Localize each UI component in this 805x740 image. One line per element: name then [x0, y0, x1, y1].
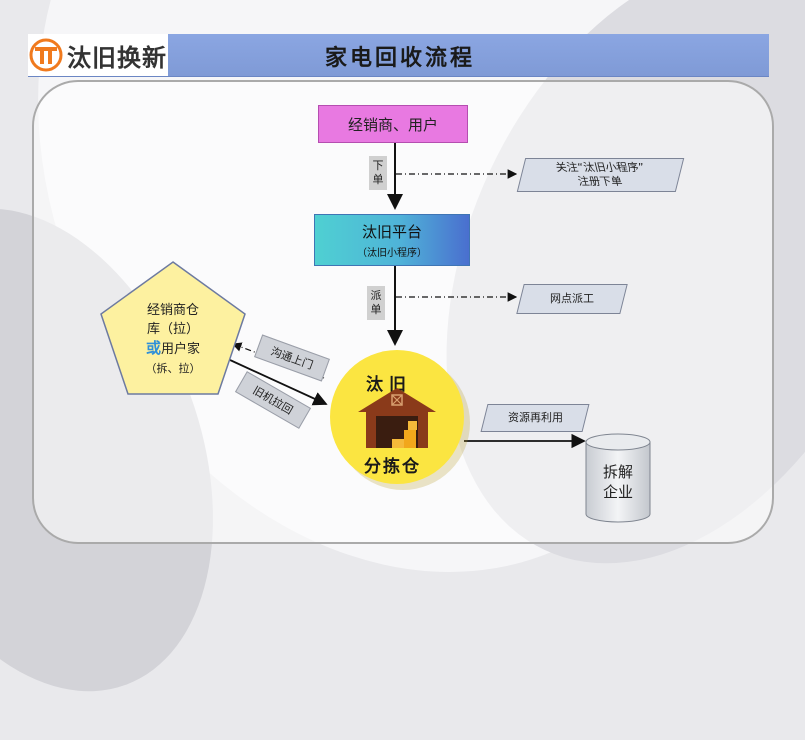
warehouse-text: 经销商仓 库（拉） 或用户家 （拆、拉） [104, 296, 242, 382]
platform-box: 汰旧平台 （汰旧小程序） [314, 214, 470, 266]
follow-register-line2: 注册下单 [576, 175, 624, 188]
dealer-user-box: 经销商、用户 [318, 105, 468, 143]
warehouse-line2: 库（拉） [146, 321, 199, 337]
arrow-pickup [229, 359, 328, 406]
order-label-2: 单 [372, 173, 384, 186]
network-dispatch-label: 网点派工 [550, 292, 594, 305]
warehouse-icon [358, 388, 436, 448]
warehouse-or: 或 [145, 338, 161, 357]
follow-register-line1: 关注“汰旧小程序” [554, 161, 647, 174]
dispatch-label-2: 单 [370, 303, 382, 316]
platform-sublabel: （汰旧小程序） [357, 248, 427, 259]
dismantle-line2: 企业 [602, 483, 633, 501]
network-dispatch-box: 网点派工 [516, 284, 628, 314]
order-label: 下 单 [369, 156, 387, 190]
sorting-bottom-label: 分拣仓 [364, 457, 421, 477]
logo-icon [29, 38, 63, 72]
warehouse-line1: 经销商仓 [146, 302, 199, 318]
dismantle-line1: 拆解 [602, 463, 633, 481]
logo: 汰旧换新 [28, 34, 168, 76]
dismantle-label: 拆解 企业 [586, 462, 650, 502]
dispatch-label-1: 派 [370, 289, 382, 302]
order-label-1: 下 [372, 159, 384, 172]
logo-text: 汰旧换新 [67, 44, 167, 72]
resource-reuse-box: 资源再利用 [480, 404, 590, 432]
warehouse-line3: 用户家 [161, 341, 201, 357]
resource-reuse-label: 资源再利用 [507, 411, 563, 424]
connector-layer [100, 143, 651, 523]
platform-label: 汰旧平台 [361, 223, 422, 241]
dispatch-label: 派 单 [367, 286, 385, 320]
dismantle-cylinder [585, 433, 651, 523]
page-title: 家电回收流程 [324, 46, 475, 71]
dealer-user-label: 经销商、用户 [347, 115, 438, 134]
warehouse-pentagon [100, 261, 246, 395]
warehouse-line4: （拆、拉） [145, 361, 201, 375]
follow-register-box: 关注“汰旧小程序” 注册下单 [516, 158, 685, 192]
